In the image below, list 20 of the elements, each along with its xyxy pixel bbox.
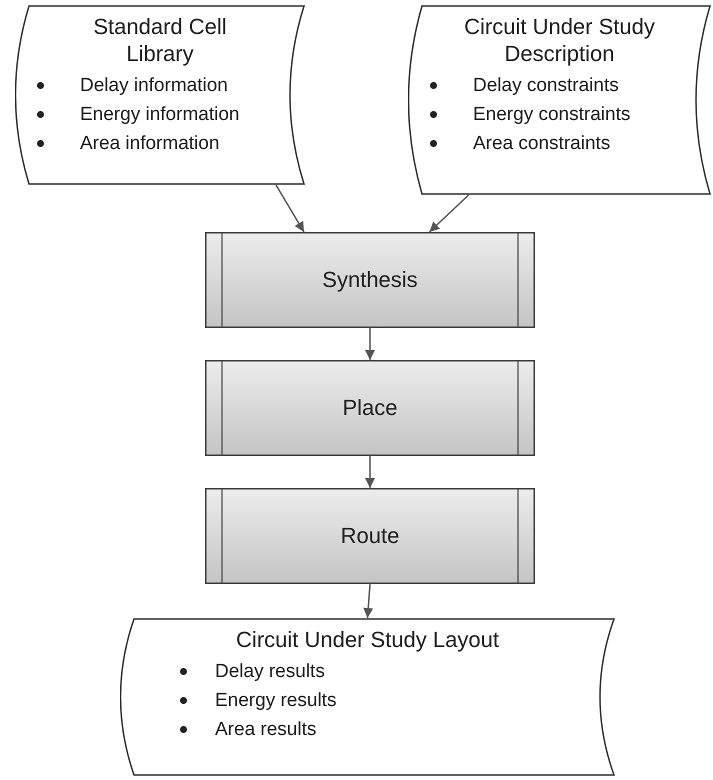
list-item: Area results	[215, 719, 316, 740]
arrow	[363, 584, 374, 618]
arrow	[275, 184, 305, 232]
list-item: Area information	[80, 133, 220, 154]
step-label: Place	[342, 395, 398, 421]
step-label: Synthesis	[322, 267, 418, 293]
node-title: Circuit Under Study Layout	[235, 626, 500, 653]
list-item: Energy constraints	[473, 104, 630, 125]
node-title: Circuit Under Study Description	[463, 13, 656, 67]
arrow	[365, 328, 375, 360]
list-item: Area constraints	[473, 133, 610, 154]
node-title: Standard Cell Library	[92, 13, 228, 67]
list-item: Delay results	[215, 661, 325, 682]
step-label: Route	[340, 523, 400, 549]
list-item: Delay constraints	[473, 75, 619, 96]
list-item: Energy information	[80, 104, 240, 125]
arrow	[365, 456, 375, 488]
list-item: Delay information	[80, 75, 228, 96]
list-item: Energy results	[215, 690, 336, 711]
arrow	[428, 194, 470, 233]
